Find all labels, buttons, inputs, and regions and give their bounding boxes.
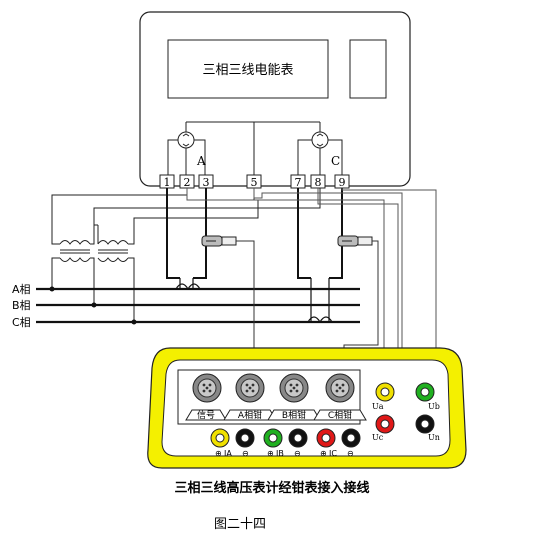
jack-ub[interactable] — [415, 382, 435, 402]
svg-text:8: 8 — [315, 176, 322, 189]
port-signal[interactable] — [192, 373, 222, 403]
minus-icon: ⊖ — [294, 449, 301, 458]
port-a-clamp[interactable] — [235, 373, 265, 403]
svg-text:5: 5 — [251, 176, 258, 189]
jack-ia-plus[interactable] — [210, 428, 230, 448]
voltage-transformers — [51, 188, 321, 322]
svg-text:2: 2 — [184, 176, 191, 189]
meter-display — [167, 39, 329, 99]
port-label-a-clamp: A相钳 — [238, 409, 262, 421]
minus-icon: ⊖ — [347, 449, 354, 458]
clamp-c — [337, 235, 373, 247]
jack-un[interactable] — [415, 414, 435, 434]
pt-secondary-right — [97, 240, 129, 245]
current-label-ib: IB — [276, 449, 284, 458]
plus-icon: ⊕ — [267, 449, 274, 458]
voltage-label-un: Un — [428, 433, 440, 442]
jack-ib-plus[interactable] — [263, 428, 283, 448]
voltage-label-uc: Uc — [372, 433, 384, 442]
jack-ua[interactable] — [375, 382, 395, 402]
plus-icon: ⊕ — [215, 449, 222, 458]
jack-uc[interactable] — [375, 414, 395, 434]
port-label-c-clamp: C相钳 — [328, 409, 352, 421]
voltage-label-ub: Ub — [428, 402, 440, 411]
meter-element-c — [254, 121, 343, 175]
diagram-caption: 三相三线高压表计经钳表接入接线 — [174, 480, 369, 496]
clamp-a — [201, 235, 237, 247]
meter-window — [349, 39, 387, 99]
phase-label-bus-b: B相 — [12, 299, 31, 312]
tester: 信号 A相钳 B相钳 C相钳 ⊕ IA ⊖ ⊕ IB ⊖ ⊕ IC ⊖ — [147, 347, 467, 469]
terminal-block: 1 2 3 5 7 8 9 — [159, 174, 350, 189]
port-c-clamp[interactable] — [325, 373, 355, 403]
phase-label-c: C — [331, 154, 340, 168]
plus-icon: ⊕ — [320, 449, 327, 458]
pt-primary-right — [97, 257, 129, 262]
port-label-signal: 信号 — [197, 409, 215, 421]
pt-secondary-left — [59, 240, 91, 245]
current-circuit-a — [166, 188, 207, 291]
meter-title: 三相三线电能表 — [202, 63, 293, 78]
phase-label-bus-a: A相 — [12, 283, 31, 296]
port-label-b-clamp: B相钳 — [282, 409, 306, 421]
svg-text:7: 7 — [295, 176, 302, 189]
svg-text:1: 1 — [164, 176, 171, 189]
meter-outline — [139, 11, 411, 187]
svg-text:9: 9 — [339, 176, 346, 189]
figure-label: 图二十四 — [214, 517, 266, 532]
current-label-ia: IA — [224, 449, 232, 458]
jack-ic-minus[interactable] — [341, 428, 361, 448]
voltage-label-ua: Ua — [372, 402, 384, 411]
svg-text:3: 3 — [203, 176, 210, 189]
minus-icon: ⊖ — [242, 449, 249, 458]
voltage-jacks — [375, 382, 435, 434]
current-label-ic: IC — [329, 449, 337, 458]
current-jacks — [210, 428, 361, 448]
energy-meter: 三相三线电能表 A C 1 2 — [139, 11, 411, 189]
phase-bus — [36, 287, 360, 324]
pt-primary-left — [59, 257, 91, 262]
phase-label-a: A — [196, 154, 206, 168]
port-b-clamp[interactable] — [279, 373, 309, 403]
current-circuit-c — [297, 188, 343, 324]
jack-ib-minus[interactable] — [288, 428, 308, 448]
bus-junctions — [49, 286, 137, 325]
jack-ia-minus[interactable] — [235, 428, 255, 448]
phase-label-bus-c: C相 — [12, 316, 31, 329]
jack-ic-plus[interactable] — [316, 428, 336, 448]
